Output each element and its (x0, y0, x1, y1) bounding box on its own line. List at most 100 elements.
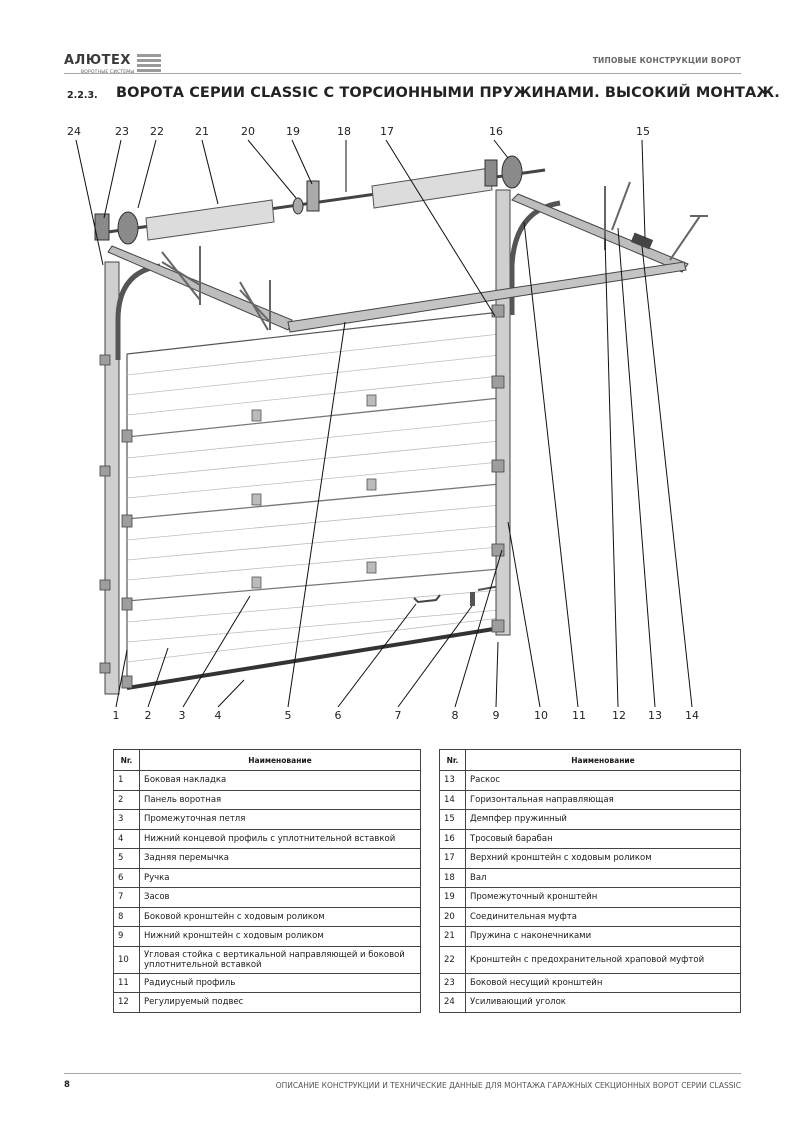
logo-subtitle: ВОРОТНЫЕ СИСТЕМЫ (81, 70, 135, 75)
cell-name: Тросовый барабан (465, 828, 741, 849)
callout-20: 20 (241, 125, 255, 138)
cell-name: Ручка (139, 867, 421, 888)
cell-name: Боковая накладка (139, 770, 421, 791)
section-number: 2.2.3. (67, 90, 98, 101)
callout-3: 3 (179, 709, 186, 722)
cell-nr: 20 (439, 906, 466, 927)
callout-7: 7 (395, 709, 402, 722)
callout-4: 4 (215, 709, 222, 722)
right-horizontal-track (511, 193, 689, 273)
callout-15: 15 (636, 125, 650, 138)
cell-name: Нижний концевой профиль с уплотнительной… (139, 828, 421, 849)
cell-name: Нижний кронштейн с ходовым роликом (139, 926, 421, 947)
cell-name: Панель воротная (139, 789, 421, 810)
cell-name: Угловая стойка с вертикальной направляющ… (139, 945, 421, 974)
left-radius-profile (115, 263, 161, 360)
cell-nr: 23 (439, 972, 466, 993)
cell-nr: 4 (113, 828, 140, 849)
cell-name: Радиусный профиль (139, 972, 421, 993)
cell-name: Промежуточный кронштейн (465, 887, 741, 908)
cell-name: Верхний кронштейн с ходовым роликом (465, 848, 741, 869)
page-number: 8 (64, 1080, 70, 1090)
cell-nr: 17 (439, 848, 466, 869)
header-divider (64, 73, 741, 74)
cell-nr: 2 (113, 789, 140, 810)
cell-name: Регулируемый подвес (139, 992, 421, 1013)
cell-nr: 21 (439, 926, 466, 947)
door-panel (126, 311, 501, 689)
door-handle (413, 594, 441, 604)
cell-nr: 22 (439, 945, 466, 974)
header-section-label: ТИПОВЫЕ КОНСТРУКЦИИ ВОРОТ (592, 56, 741, 65)
door-lock (470, 592, 475, 606)
cell-nr: 6 (113, 867, 140, 888)
middle-bracket (292, 180, 320, 215)
callout-14: 14 (685, 709, 699, 722)
cable-drums (94, 155, 523, 245)
callout-24: 24 (67, 125, 81, 138)
cell-nr: 8 (113, 906, 140, 927)
cell-nr: 18 (439, 867, 466, 888)
cell-nr: 5 (113, 848, 140, 869)
callout-5: 5 (285, 709, 292, 722)
cell-nr: 7 (113, 887, 140, 908)
cell-name: Вал (465, 867, 741, 888)
callout-11: 11 (572, 709, 586, 722)
cell-name: Задняя перемычка (139, 848, 421, 869)
section-title: ВОРОТА СЕРИИ CLASSIC С ТОРСИОННЫМИ ПРУЖИ… (116, 85, 780, 101)
logo-bars-icon (137, 54, 161, 74)
cell-name: Усиливающий уголок (465, 992, 741, 1013)
callout-13: 13 (648, 709, 662, 722)
cell-nr: 12 (113, 992, 140, 1013)
cell-name: Промежуточная петля (139, 809, 421, 830)
section-joints (126, 397, 501, 602)
footer-text: ОПИСАНИЕ КОНСТРУКЦИИ И ТЕХНИЧЕСКИЕ ДАННЫ… (275, 1081, 741, 1090)
cell-nr: 16 (439, 828, 466, 849)
rear-transom (287, 261, 687, 333)
cell-nr: 9 (113, 926, 140, 947)
callout-23: 23 (115, 125, 129, 138)
left-side-brackets (99, 354, 133, 689)
callout-2: 2 (145, 709, 152, 722)
callout-6: 6 (335, 709, 342, 722)
intermediate-hinges (251, 394, 377, 589)
cell-nr: 10 (113, 945, 140, 974)
right-hangers (604, 181, 708, 261)
logo-text: АЛЮТЕХ (64, 53, 131, 68)
right-vertical-track (495, 189, 511, 636)
cell-name: Раскос (465, 770, 741, 791)
spring-damper (630, 232, 654, 250)
cell-nr: 1 (113, 770, 140, 791)
callout-21: 21 (195, 125, 209, 138)
cell-name: Боковой кронштейн с ходовым роликом (139, 906, 421, 927)
cell-nr: 3 (113, 809, 140, 830)
cell-nr: 11 (113, 972, 140, 993)
callout-18: 18 (337, 125, 351, 138)
callout-12: 12 (612, 709, 626, 722)
cell-name: Демпфер пружинный (465, 809, 741, 830)
cell-name: Пружина с наконечниками (465, 926, 741, 947)
cell-name: Засов (139, 887, 421, 908)
col-name-header: Наименование (465, 749, 741, 771)
brand-logo: АЛЮТЕХ ВОРОТНЫЕ СИСТЕМЫ (64, 52, 164, 78)
callout-16: 16 (489, 125, 503, 138)
